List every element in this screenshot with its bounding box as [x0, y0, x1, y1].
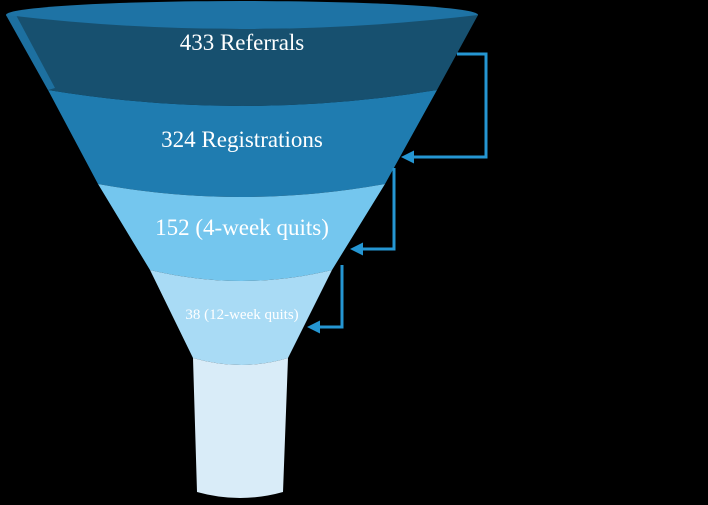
arrow-head-2-icon	[350, 242, 363, 256]
elbow-connector-2	[361, 168, 396, 251]
funnel-segment-12-week-quits	[150, 270, 332, 365]
funnel-segment-referrals	[6, 15, 478, 106]
funnel-segment-4-week-quits	[98, 184, 385, 281]
funnel-stem	[193, 358, 288, 498]
arrow-head-1-icon	[401, 150, 414, 164]
arrow-head-3-icon	[307, 320, 320, 334]
elbow-connector-3	[318, 265, 344, 329]
funnel-left-rim-highlight	[6, 15, 55, 90]
funnel-top-ellipse	[6, 1, 478, 29]
funnel-segment-registrations	[48, 90, 437, 197]
elbow-connector-1	[412, 52, 488, 159]
